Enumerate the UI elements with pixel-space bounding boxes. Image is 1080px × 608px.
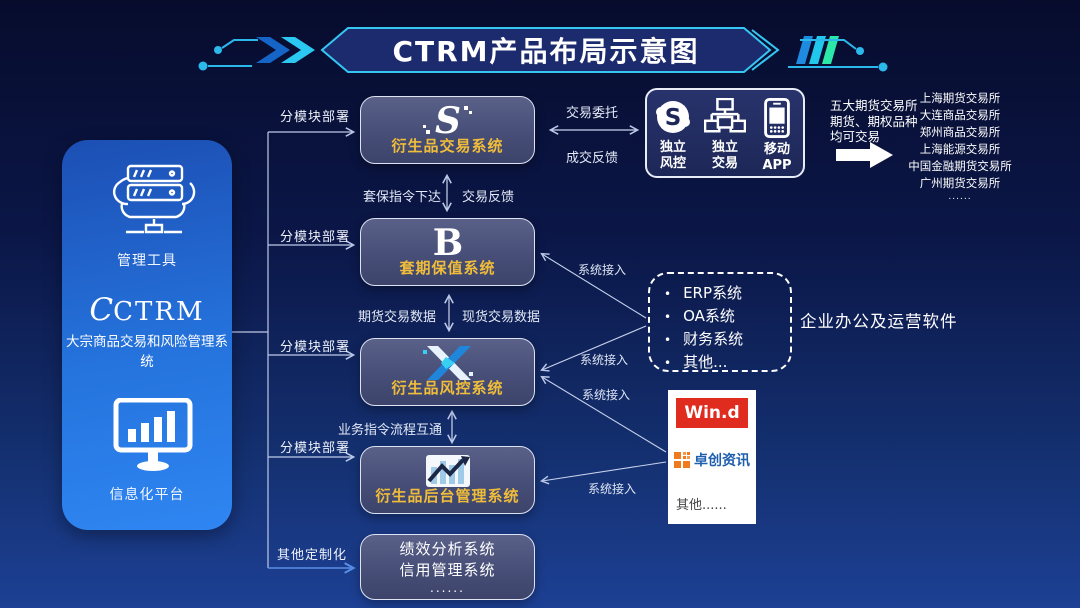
system-access-label-4: 系统接入 xyxy=(588,482,637,496)
ctrm-logo-initial: C xyxy=(89,292,114,328)
backoffice-system-label: 衍生品后台管理系统 xyxy=(375,487,520,505)
extra-systems-dots: ...... xyxy=(430,581,465,595)
office-item-oa: OA系统 xyxy=(664,305,790,328)
exchange-item: 中国金融期货交易所 xyxy=(908,159,1012,173)
skype-icon: S xyxy=(656,101,690,133)
system-access-label-2: 系统接入 xyxy=(580,353,629,367)
performance-system-label: 绩效分析系统 xyxy=(399,540,496,558)
svg-text:S: S xyxy=(665,105,682,131)
trade-order-label: 交易委托 xyxy=(566,106,619,121)
provider-other: 其他...... xyxy=(676,498,727,513)
exchange-item: 上海期货交易所 xyxy=(919,91,1001,105)
chart-arrow-icon xyxy=(361,454,534,490)
deploy-label-4: 分模块部署 xyxy=(280,441,351,456)
hedge-order-label: 套保指令下达 xyxy=(363,190,442,205)
office-caption: 企业办公及运营软件 xyxy=(800,312,958,331)
sci-provider-name: 卓创资讯 xyxy=(694,453,750,469)
hedging-system-box: B 套期保值系统 xyxy=(360,218,535,286)
ctrm-logo: CCTRM xyxy=(62,292,232,328)
sci-provider: 卓创资讯 xyxy=(674,450,750,470)
ctrm-subtitle: 大宗商品交易和风险管理系统 xyxy=(66,334,228,370)
ctrm-platform-panel: 管理工具 CCTRM 大宗商品交易和风险管理系统 信息化平台 xyxy=(62,140,232,530)
channel-risk: S 独立风控 xyxy=(648,98,698,172)
info-platform-label: 信息化平台 xyxy=(109,487,185,503)
org-chart-icon xyxy=(704,98,746,133)
monitor-chart-icon xyxy=(113,398,193,471)
swirl-s-icon: S xyxy=(361,100,534,142)
derivatives-trading-system-label: 衍生品交易系统 xyxy=(391,137,504,155)
risk-control-system-label: 衍生品风控系统 xyxy=(391,379,504,397)
deal-feedback-label: 成交反馈 xyxy=(566,151,619,166)
backoffice-system-box: 衍生品后台管理系统 xyxy=(360,446,535,514)
office-systems-box: ERP系统 OA系统 财务系统 其他... xyxy=(648,272,792,372)
system-access-label-3: 系统接入 xyxy=(582,388,631,402)
deploy-label-3: 分模块部署 xyxy=(280,340,351,355)
hedging-system-label: 套期保值系统 xyxy=(399,259,496,277)
svg-text:B: B xyxy=(432,222,462,264)
channel-risk-label: 独立风控 xyxy=(659,140,686,171)
svg-text:S: S xyxy=(435,100,461,142)
x-logo-icon xyxy=(361,342,534,384)
ctrm-logo-name: CTRM xyxy=(113,297,205,327)
office-item-erp: ERP系统 xyxy=(664,282,790,305)
credit-system-label: 信用管理系统 xyxy=(399,561,496,579)
exchange-item: 上海能源交易所 xyxy=(919,142,1001,156)
channel-trading-label: 独立交易 xyxy=(711,140,738,171)
office-item-finance: 财务系统 xyxy=(664,328,790,351)
spot-data-label: 现货交易数据 xyxy=(462,310,541,325)
exchange-note: 五大期货交易所 期货、期权品种 均可交易 xyxy=(830,98,918,144)
exchange-list-dots: ...... xyxy=(948,192,972,202)
channels-panel: S 独立风控 独立交易 xyxy=(645,88,805,178)
exchange-item: 郑州商品交易所 xyxy=(919,125,1001,139)
exchange-item: 广州期货交易所 xyxy=(919,176,1001,190)
block-arrow-icon xyxy=(836,142,893,168)
channel-trading: 独立交易 xyxy=(700,98,750,172)
b-logo-icon: B xyxy=(361,222,534,264)
sci-logo-icon xyxy=(674,451,690,468)
risk-control-system-box: 衍生品风控系统 xyxy=(360,338,535,406)
deploy-label-2: 分模块部署 xyxy=(280,230,351,245)
exchange-item: 大连商品交易所 xyxy=(919,108,1001,122)
wind-logo: Win.d xyxy=(676,398,748,428)
mobile-phone-icon xyxy=(764,98,790,138)
office-item-other: 其他... xyxy=(664,351,790,374)
extra-systems-box: 绩效分析系统 信用管理系统 ...... xyxy=(360,534,535,600)
page-title: CTRM产品布局示意图 xyxy=(392,35,700,68)
management-tools-label: 管理工具 xyxy=(117,253,177,269)
derivatives-trading-system-box: S 衍生品交易系统 xyxy=(360,96,535,164)
cloud-server-icon xyxy=(113,164,196,234)
trade-feedback-label: 交易反馈 xyxy=(462,190,515,205)
system-access-label-1: 系统接入 xyxy=(578,263,627,277)
deploy-label-1: 分模块部署 xyxy=(280,110,351,125)
data-providers-card: Win.d 卓创资讯 其他...... xyxy=(668,390,756,524)
futures-data-label: 期货交易数据 xyxy=(358,310,437,325)
custom-label: 其他定制化 xyxy=(277,548,348,563)
exchange-list: 上海期货交易所 大连商品交易所 郑州商品交易所 上海能源交易所 中国金融期货交易… xyxy=(898,90,1022,202)
process-link-label: 业务指令流程互通 xyxy=(338,423,443,438)
